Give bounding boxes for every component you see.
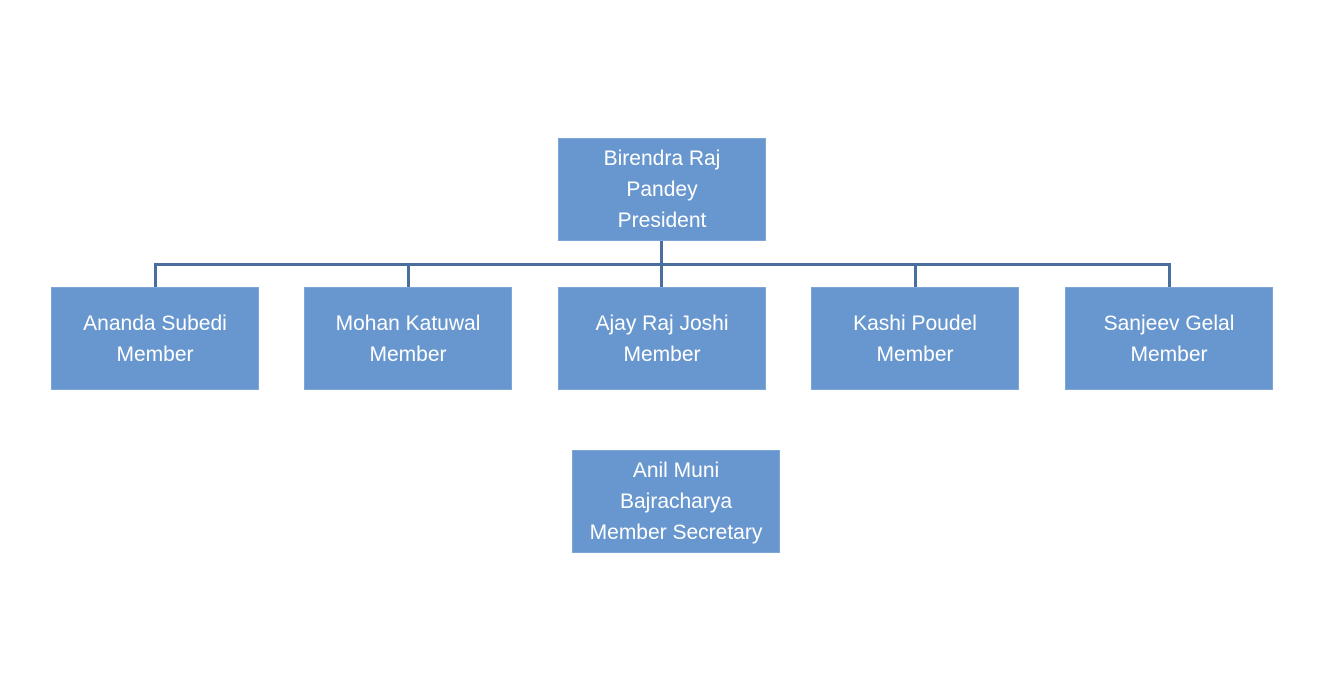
secretary-name-line2: Bajracharya bbox=[619, 490, 733, 513]
member-name: Kashi Poudel bbox=[853, 311, 977, 335]
member-role: Member bbox=[876, 342, 954, 366]
connector-president-down bbox=[660, 240, 663, 265]
member-node: Kashi Poudel Member bbox=[811, 287, 1019, 390]
president-node: Birendra Raj Pandey President bbox=[558, 138, 766, 241]
connector-member-3 bbox=[660, 263, 663, 288]
secretary-name-line1: Anil Muni bbox=[632, 459, 720, 482]
member-role: Member bbox=[116, 342, 194, 366]
president-role: President bbox=[617, 209, 707, 232]
member-node: Ananda Subedi Member bbox=[51, 287, 259, 390]
member-role: Member bbox=[1130, 342, 1208, 366]
member-node: Sanjeev Gelal Member bbox=[1065, 287, 1273, 390]
connector-member-5 bbox=[1168, 263, 1171, 288]
president-name-line2: Pandey bbox=[626, 178, 698, 201]
member-name: Sanjeev Gelal bbox=[1103, 311, 1235, 335]
connector-member-1 bbox=[154, 263, 157, 288]
secretary-role: Member Secretary bbox=[589, 521, 763, 544]
member-name: Ajay Raj Joshi bbox=[595, 311, 729, 335]
connector-member-4 bbox=[914, 263, 917, 288]
member-node: Ajay Raj Joshi Member bbox=[558, 287, 766, 390]
secretary-node: Anil Muni Bajracharya Member Secretary bbox=[572, 450, 780, 553]
member-node: Mohan Katuwal Member bbox=[304, 287, 512, 390]
president-name-line1: Birendra Raj bbox=[603, 147, 721, 170]
member-role: Member bbox=[369, 342, 447, 366]
member-name: Ananda Subedi bbox=[83, 311, 227, 335]
connector-member-2 bbox=[407, 263, 410, 288]
member-name: Mohan Katuwal bbox=[335, 311, 481, 335]
member-role: Member bbox=[623, 342, 701, 366]
